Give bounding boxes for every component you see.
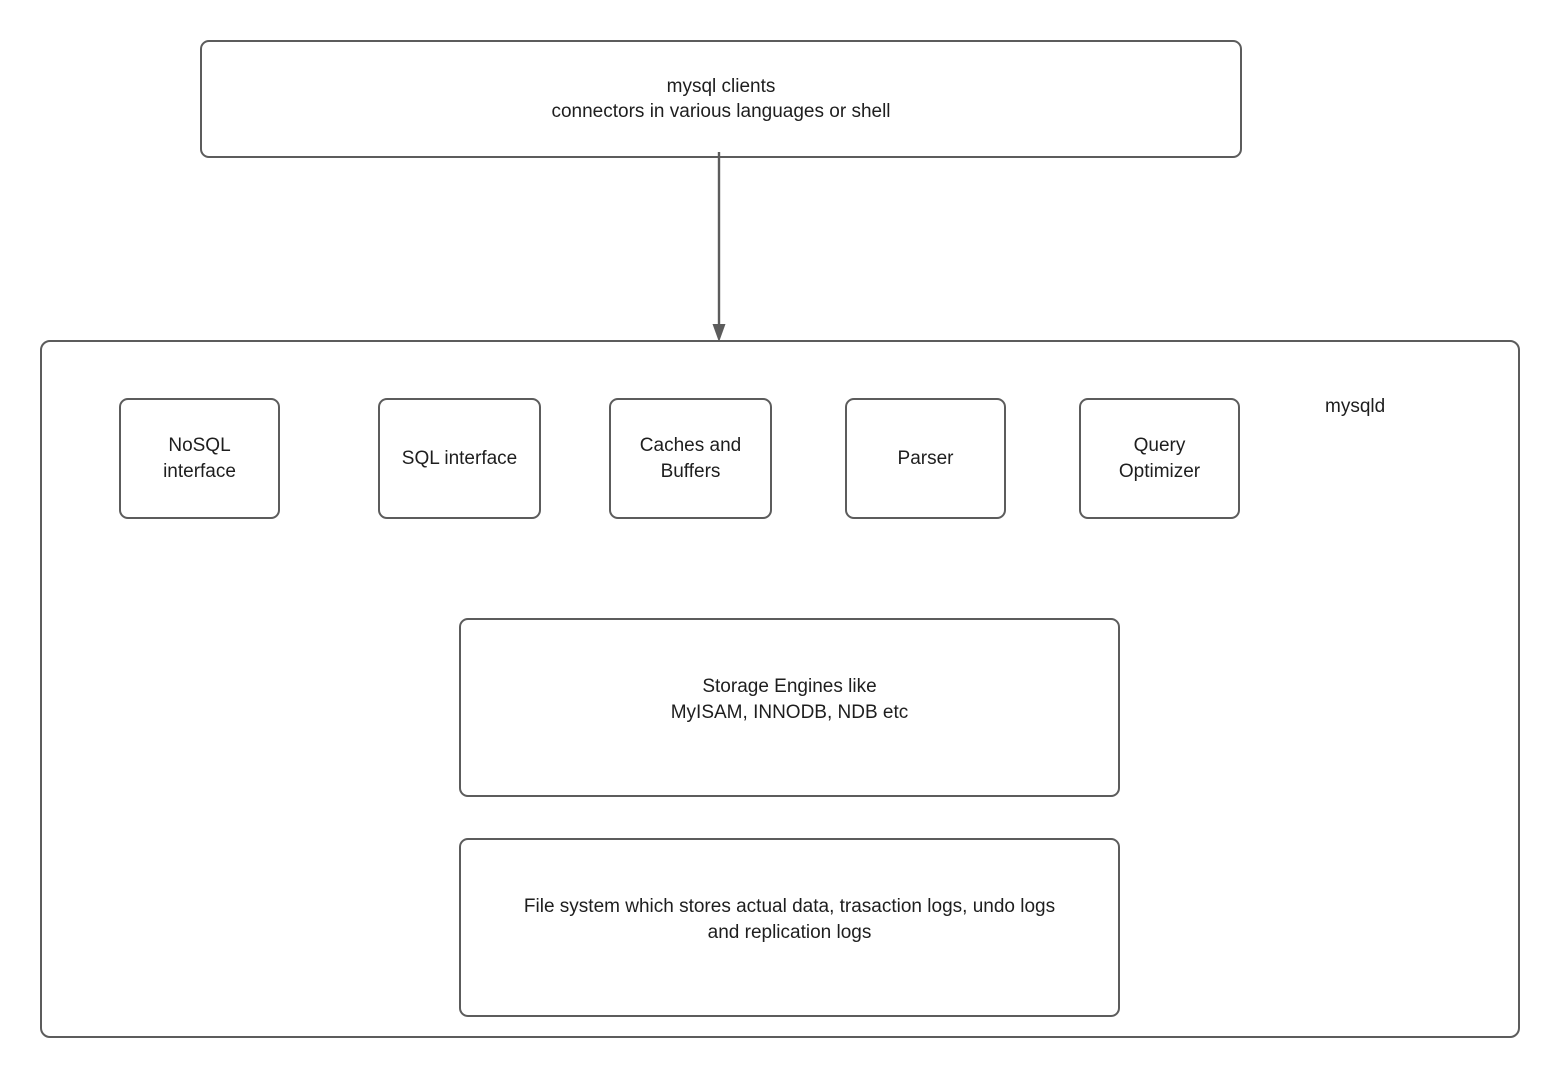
node-parser[interactable]: Parser bbox=[845, 398, 1006, 519]
node-sql-interface[interactable]: SQL interface bbox=[378, 398, 541, 519]
node-storage-engines-label: Storage Engines like MyISAM, INNODB, NDB… bbox=[670, 676, 909, 723]
node-query-optimizer-label: Query Optimizer bbox=[1118, 435, 1201, 482]
node-file-system[interactable]: File system which stores actual data, tr… bbox=[459, 838, 1120, 1017]
node-caches-and-buffers[interactable]: Caches and Buffers bbox=[609, 398, 772, 519]
node-mysql-clients[interactable]: mysql clients connectors in various lang… bbox=[200, 40, 1242, 158]
node-parser-label: Parser bbox=[897, 447, 954, 469]
node-mysql-clients-label: mysql clients connectors in various lang… bbox=[551, 75, 891, 122]
connector-clients-to-mysqld bbox=[712, 152, 726, 342]
node-query-optimizer[interactable]: Query Optimizer bbox=[1079, 398, 1240, 519]
arrowhead-icon bbox=[712, 324, 726, 342]
node-file-system-label: File system which stores actual data, tr… bbox=[523, 896, 1056, 943]
node-nosql-interface[interactable]: NoSQL interface bbox=[119, 398, 280, 519]
node-mysqld-label: mysqld bbox=[1325, 396, 1386, 417]
node-sql-interface-label: SQL interface bbox=[401, 447, 518, 469]
node-caches-and-buffers-label: Caches and Buffers bbox=[639, 435, 742, 482]
node-storage-engines[interactable]: Storage Engines like MyISAM, INNODB, NDB… bbox=[459, 618, 1120, 797]
node-nosql-interface-label: NoSQL interface bbox=[163, 435, 236, 482]
